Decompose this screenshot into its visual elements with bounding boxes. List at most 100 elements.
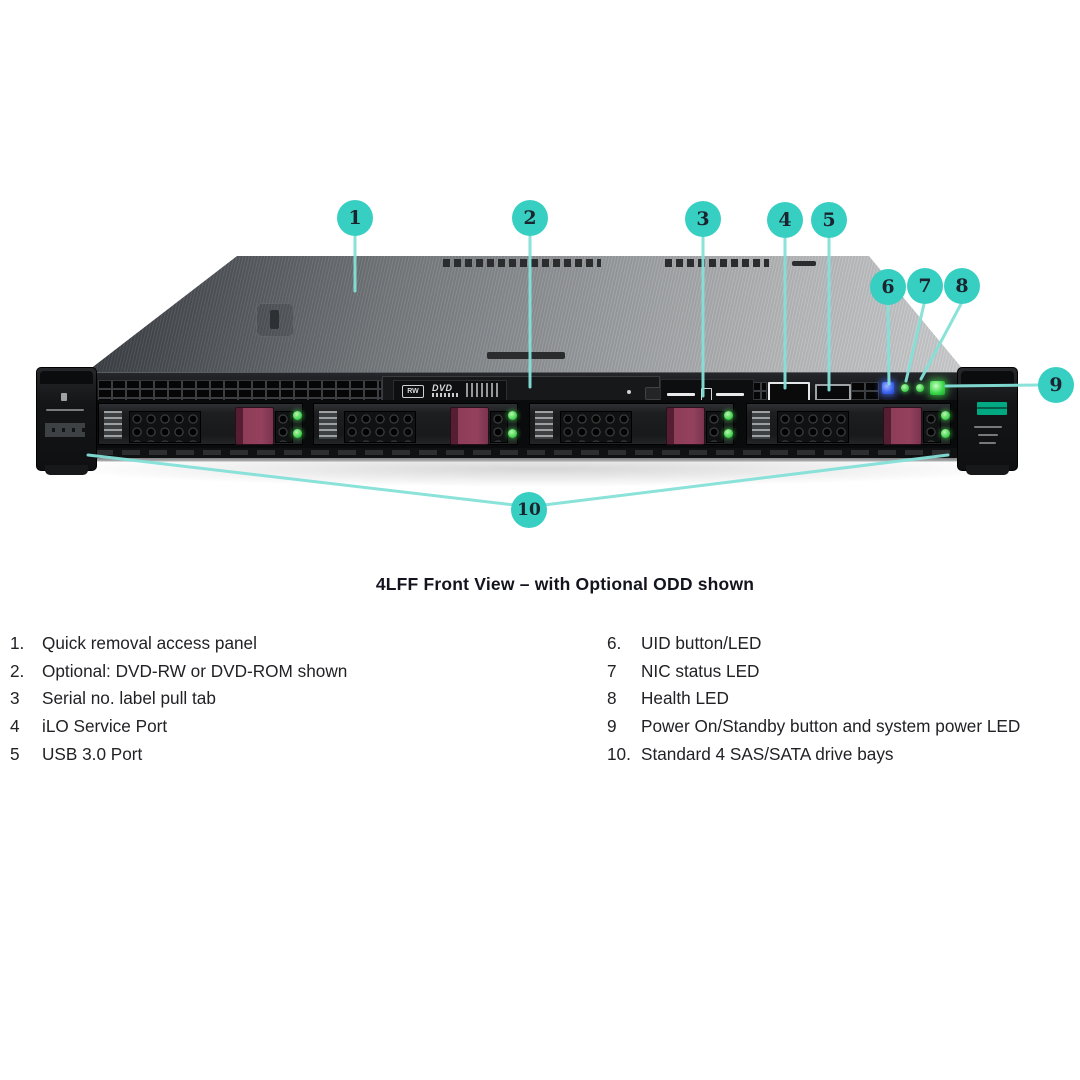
legend-text: Power On/Standby button and system power… xyxy=(641,716,1021,737)
legend-column-left: 1.Quick removal access panel 2. Optional:… xyxy=(10,630,570,768)
drive-perforation-small xyxy=(706,411,724,443)
drive-release-latch xyxy=(235,407,274,445)
callout-1: 1 xyxy=(337,200,373,236)
drive-bay-1 xyxy=(96,400,305,448)
legend-item-1: 1.Quick removal access panel xyxy=(10,630,570,658)
legend-number: 4 xyxy=(10,716,20,737)
optical-drive: RW DVD xyxy=(382,376,685,403)
dvd-logo: DVD xyxy=(432,383,453,393)
callout-5: 5 xyxy=(811,202,847,238)
legend-number: 8 xyxy=(607,688,617,709)
ear-cap xyxy=(961,371,1014,384)
callout-10: 10 xyxy=(511,492,547,528)
drive-status-led xyxy=(941,429,950,438)
callout-6: 6 xyxy=(870,269,906,305)
health-led xyxy=(916,384,924,392)
panel-release-latch xyxy=(256,303,294,337)
dvd-logo-bars xyxy=(432,393,458,397)
drive-release-latch xyxy=(883,407,922,445)
drive-label xyxy=(752,411,770,439)
drive-bay-3 xyxy=(527,400,736,448)
front-vent-grid xyxy=(98,380,382,401)
optical-drive-label: RW DVD xyxy=(393,380,507,401)
lid-vent-strip-right xyxy=(665,259,769,267)
legend-number: 10. xyxy=(607,743,631,764)
drive-perforation-small xyxy=(275,411,293,443)
drive-perforation xyxy=(777,411,849,443)
callout-7: 7 xyxy=(907,268,943,304)
callout-10-number: 10 xyxy=(517,500,541,520)
callout-5-number: 5 xyxy=(822,209,836,231)
legend-number: 5 xyxy=(10,743,20,764)
certification-marks xyxy=(466,383,500,397)
drive-bay-2 xyxy=(311,400,520,448)
legend-item-3: 3 Serial no. label pull tab xyxy=(10,685,570,713)
figure-title: 4LFF Front View – with Optional ODD show… xyxy=(0,574,1080,595)
callout-9: 9 xyxy=(1038,367,1074,403)
legend-text: UID button/LED xyxy=(641,633,762,653)
drive-activity-led xyxy=(941,411,950,420)
callout-3-number: 3 xyxy=(696,208,710,230)
callout-3: 3 xyxy=(685,201,721,237)
front-vent-small-2 xyxy=(851,382,879,400)
power-button-led xyxy=(930,381,945,395)
legend-item-9: 9 Power On/Standby button and system powe… xyxy=(607,713,1077,741)
lid-vent-strip-left xyxy=(443,259,601,267)
pull-tab-dash-right xyxy=(716,393,744,396)
panel-small-slot xyxy=(792,261,816,266)
drive-status-led xyxy=(293,429,302,438)
legend-item-2: 2. Optional: DVD-RW or DVD-ROM shown xyxy=(10,658,570,686)
ear-cap xyxy=(40,371,93,384)
left-rack-ear xyxy=(36,367,97,475)
ear-text-line xyxy=(46,409,84,411)
legend-text: NIC status LED xyxy=(641,660,760,681)
optical-drive-led xyxy=(627,390,631,394)
rw-logo: RW xyxy=(402,385,424,398)
right-rack-ear xyxy=(957,367,1018,475)
drive-label xyxy=(104,411,122,439)
server-figure: RW DVD xyxy=(36,200,1074,528)
drive-activity-led xyxy=(293,411,302,420)
drive-perforation xyxy=(560,411,632,443)
nic-status-led xyxy=(901,384,909,392)
hpe-badge-stripe xyxy=(977,407,1007,409)
chassis-bottom-lip xyxy=(80,458,970,462)
drive-status-led xyxy=(508,429,517,438)
legend-item-10: 10. Standard 4 SAS/SATA drive bays xyxy=(607,741,1077,769)
legend-text: Standard 4 SAS/SATA drive bays xyxy=(641,743,894,764)
chassis-bottom-rail xyxy=(85,448,965,459)
uid-button-led xyxy=(882,382,894,394)
legend-item-6: 6. UID button/LED xyxy=(607,630,1077,658)
usb3-port xyxy=(815,384,851,401)
ear-text-line xyxy=(974,426,1002,428)
ear-icon xyxy=(61,393,67,401)
callout-6-number: 6 xyxy=(881,276,895,298)
drive-perforation xyxy=(129,411,201,443)
callout-2-number: 2 xyxy=(523,207,537,229)
callout-8: 8 xyxy=(944,268,980,304)
drive-status-led xyxy=(724,429,733,438)
server-shadow xyxy=(55,461,1025,487)
legend-number: 2. xyxy=(10,660,25,681)
legend-number: 6. xyxy=(607,633,622,653)
legend-number: 9 xyxy=(607,716,617,737)
legend-number: 3 xyxy=(10,688,20,709)
callout-7-number: 7 xyxy=(918,275,932,297)
drive-release-latch xyxy=(450,407,489,445)
drive-perforation-small xyxy=(923,411,941,443)
callout-8-number: 8 xyxy=(955,275,969,297)
legend-text: iLO Service Port xyxy=(42,716,168,737)
drive-perforation xyxy=(344,411,416,443)
figure-title-text: 4LFF Front View – with Optional ODD show… xyxy=(375,574,755,594)
legend-text: Optional: DVD-RW or DVD-ROM shown xyxy=(42,660,348,681)
legend-number: 1. xyxy=(10,633,25,653)
legend-text: Serial no. label pull tab xyxy=(42,688,216,709)
drive-activity-led xyxy=(508,411,517,420)
pull-tab-dash-left xyxy=(667,393,695,396)
drive-perforation-small xyxy=(490,411,508,443)
